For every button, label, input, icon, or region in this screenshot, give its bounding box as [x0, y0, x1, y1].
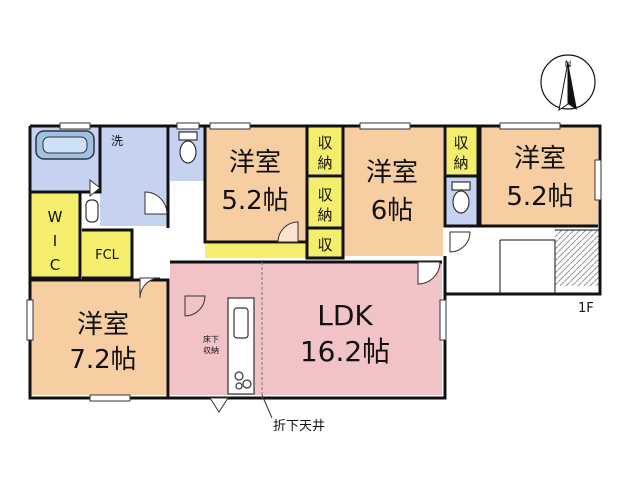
- annotation-leader: [261, 394, 273, 419]
- wash-label: 洗: [111, 134, 123, 148]
- storage-1: [307, 126, 343, 176]
- toilet-b-icon: [451, 181, 471, 214]
- underfloor-storage-label-b: 収納: [203, 345, 219, 355]
- wash-basin-icon: [85, 199, 99, 223]
- wic-room: [30, 192, 80, 278]
- room-ldk-label: LDK: [317, 299, 373, 332]
- annotation-label: 折下天井: [273, 419, 325, 434]
- storage-4-label-b: 納: [453, 154, 468, 172]
- entrance-porch: [555, 230, 600, 286]
- storage-3-label: 収: [317, 236, 332, 254]
- room-ldk-size: 16.2帖: [300, 335, 390, 368]
- storage-3: [307, 228, 343, 258]
- room-ldk: [170, 262, 442, 395]
- room-western-c-size: 5.2帖: [506, 182, 573, 212]
- fcl-label: FCL: [95, 248, 120, 263]
- compass-north-label: N: [565, 60, 572, 70]
- wic-label-i: I: [53, 232, 57, 250]
- fcl-room: [82, 230, 132, 278]
- room-western-a-size: 5.2帖: [221, 186, 288, 216]
- wic-label-w: W: [48, 208, 63, 226]
- room-western-a-label: 洋室: [229, 148, 281, 178]
- underfloor-storage-label-a: 床下: [203, 334, 219, 344]
- room-western-d: [30, 280, 168, 395]
- windows: [26, 122, 602, 402]
- room-western-d-size: 7.2帖: [69, 345, 136, 375]
- room-western-b: [343, 126, 443, 256]
- hallway-strip: [205, 244, 307, 258]
- room-western-b-label: 洋室: [366, 158, 418, 188]
- thin-lines: [261, 229, 600, 398]
- room-western-b-size: 6帖: [371, 196, 414, 226]
- compass-icon: N: [540, 54, 596, 112]
- storage-2-label-a: 収: [317, 186, 332, 204]
- doors: [89, 178, 471, 413]
- storage-1-label-b: 納: [317, 154, 332, 172]
- room-western-c-label: 洋室: [514, 144, 566, 174]
- storage-4: [445, 126, 478, 176]
- storage-1-label-a: 収: [317, 134, 332, 152]
- storage-2-label-b: 納: [317, 206, 332, 224]
- storage-2: [307, 178, 343, 228]
- room-western-d-label: 洋室: [77, 310, 129, 340]
- room-western-c: [480, 126, 598, 226]
- toilet-a-icon: [178, 131, 198, 164]
- storage-4-label-a: 収: [453, 134, 468, 152]
- floor-label: 1F: [578, 301, 594, 316]
- kitchen-counter: [227, 297, 255, 395]
- room-western-a: [205, 126, 307, 242]
- wic-label-c: C: [50, 256, 60, 274]
